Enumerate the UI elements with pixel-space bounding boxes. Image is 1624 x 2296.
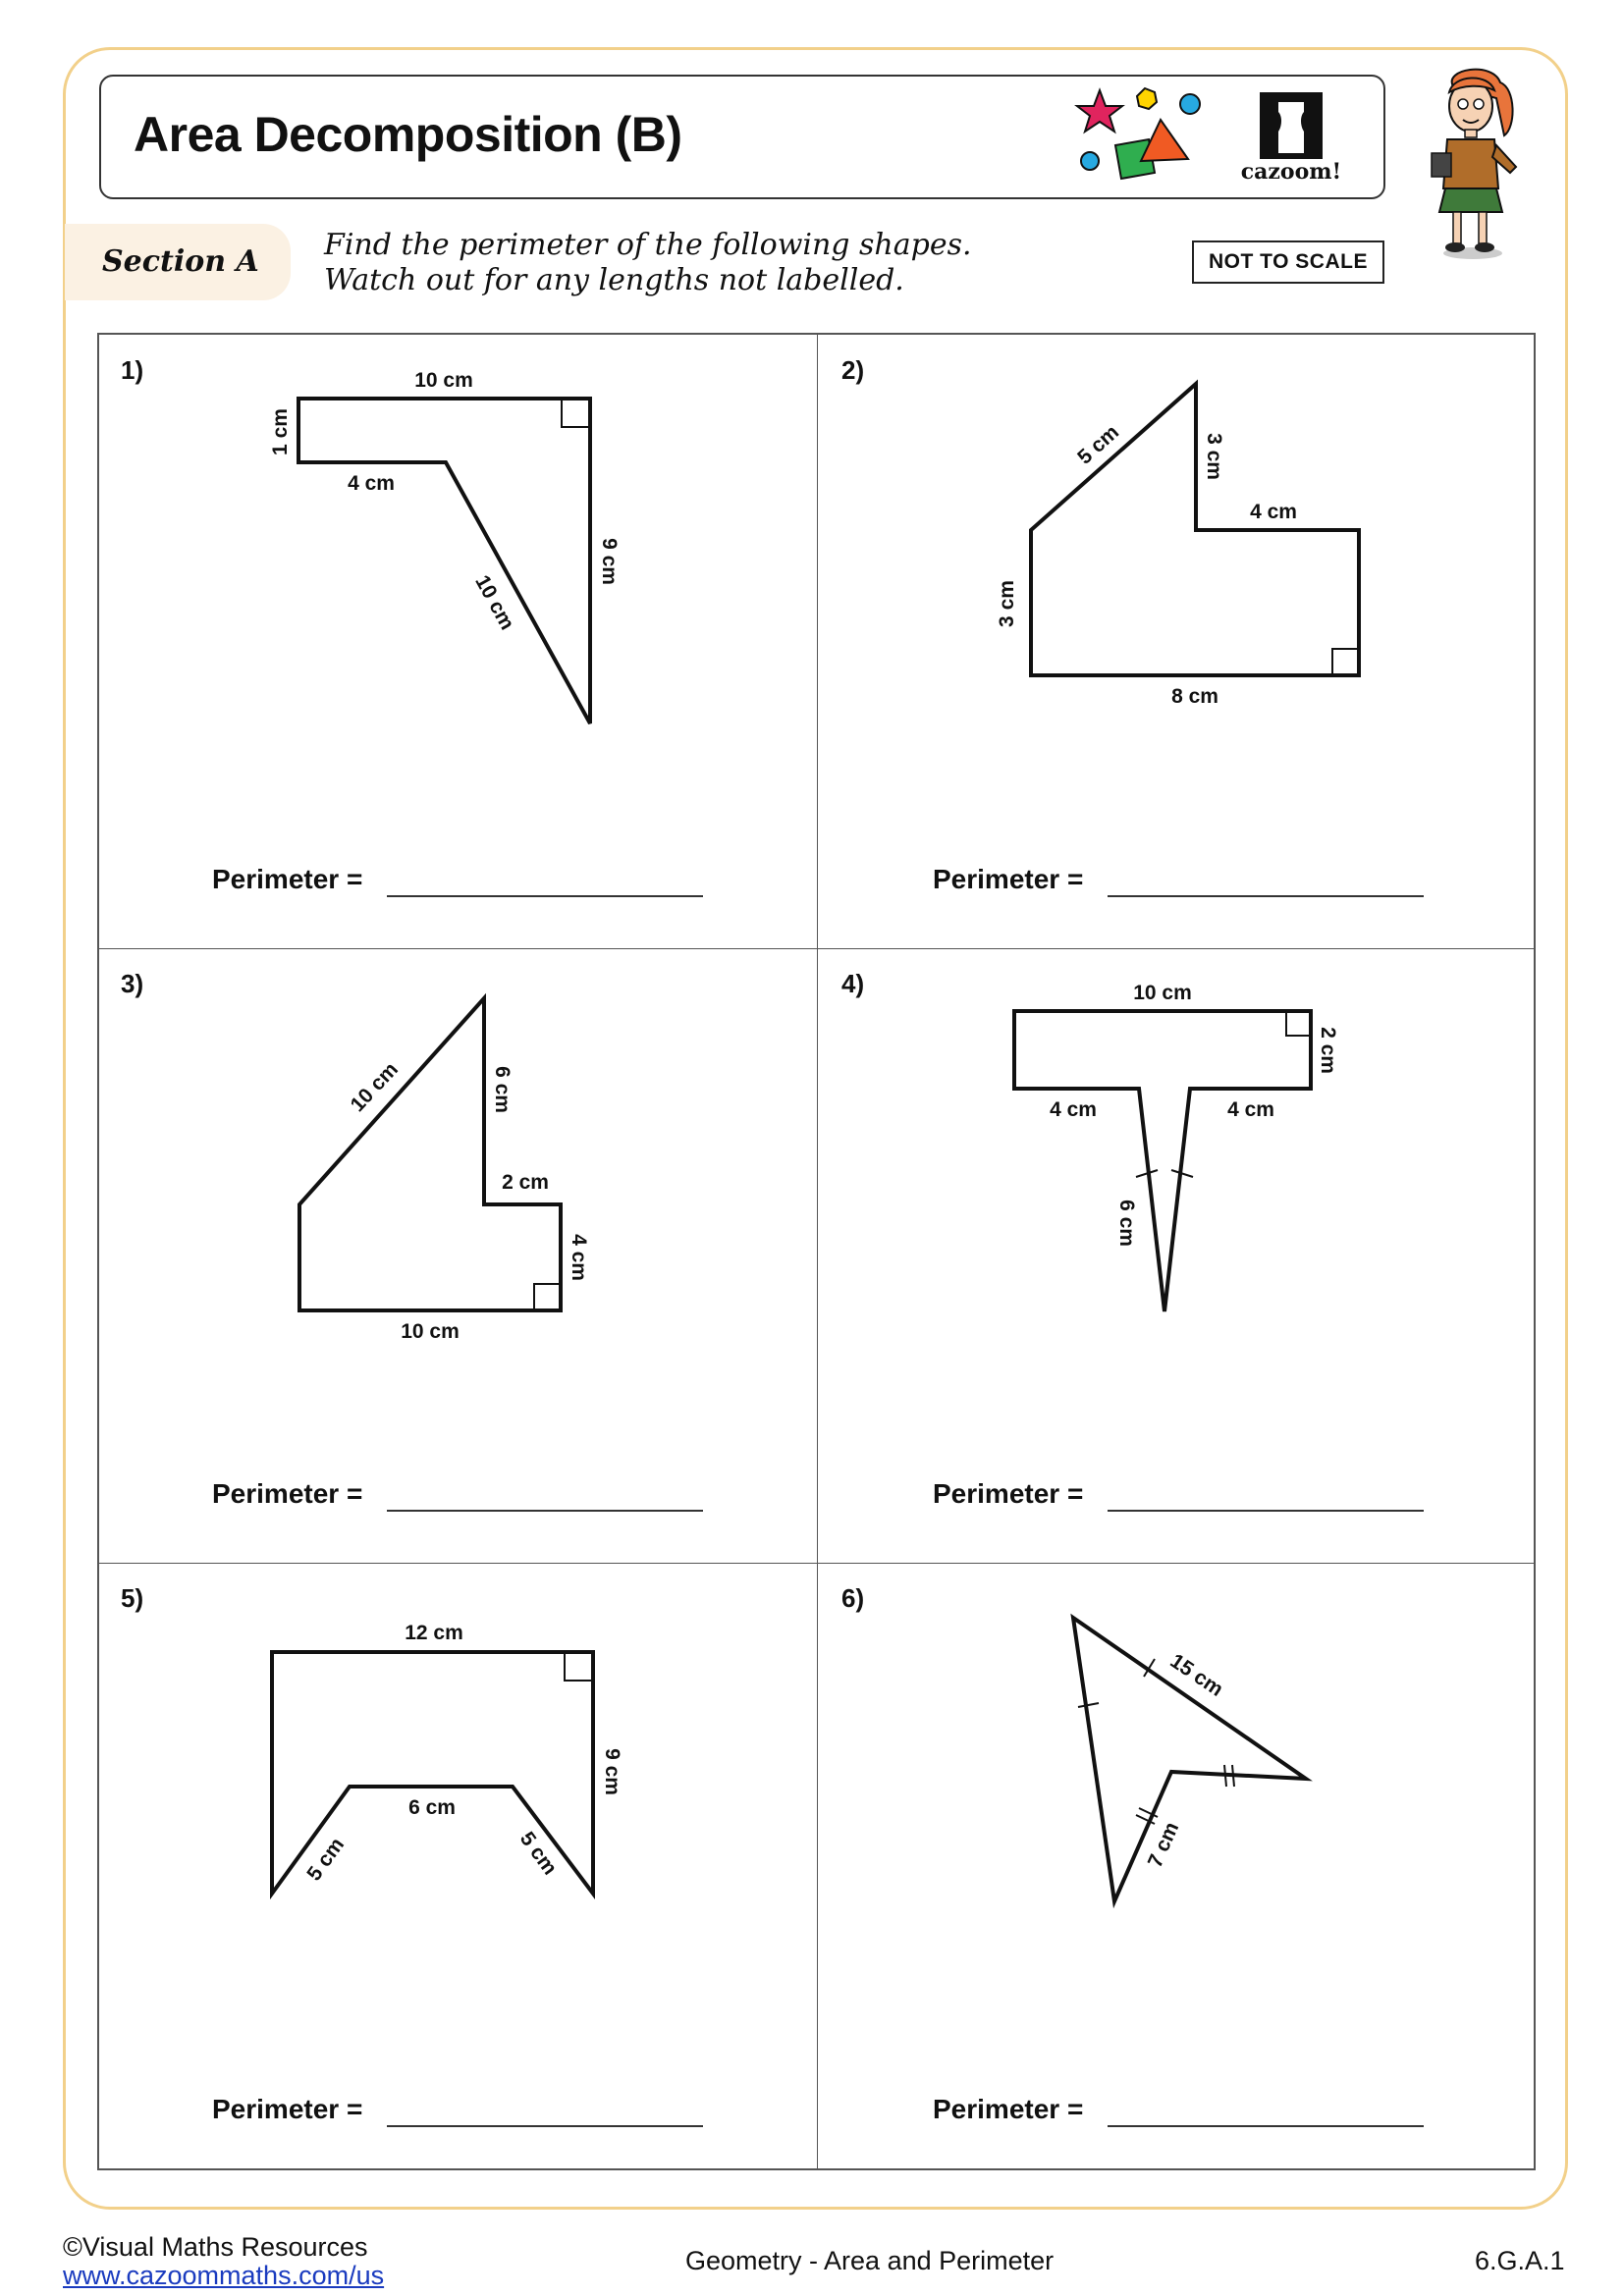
tick-mark bbox=[1077, 1702, 1100, 1708]
dimension-label: 10 cm bbox=[347, 1058, 403, 1116]
answer-line-4[interactable] bbox=[1108, 1510, 1424, 1512]
question-number-6: 6) bbox=[841, 1583, 865, 1613]
cazoom-logo bbox=[1260, 92, 1323, 159]
perimeter-label-3: Perimeter = bbox=[212, 1478, 363, 1509]
perimeter-label-5: Perimeter = bbox=[212, 2094, 363, 2124]
section-tab bbox=[65, 224, 291, 300]
answer-line-2[interactable] bbox=[1108, 895, 1424, 897]
footer-standard: 6.G.A.1 bbox=[1475, 2246, 1565, 2275]
dimension-label: 1 cm bbox=[269, 408, 292, 455]
dimension-label: 7 cm bbox=[1144, 1819, 1183, 1871]
answer-line-6[interactable] bbox=[1108, 2125, 1424, 2127]
perimeter-label-2: Perimeter = bbox=[933, 864, 1084, 894]
page-border bbox=[63, 47, 1568, 2210]
dimension-label: 6 cm bbox=[1115, 1200, 1138, 1247]
question-number-5: 5) bbox=[121, 1583, 144, 1613]
question-number-1: 1) bbox=[121, 355, 144, 385]
shapes-icon bbox=[1074, 86, 1201, 181]
tick-mark bbox=[1138, 1807, 1159, 1818]
dimension-label: 4 cm bbox=[1050, 1098, 1097, 1121]
section-label: Section A bbox=[102, 244, 259, 279]
mascot-girl-illustration bbox=[1431, 68, 1518, 259]
shape-4 bbox=[1012, 1009, 1313, 1312]
instruction-line-1: Find the perimeter of the following shap… bbox=[324, 228, 972, 262]
dimension-label: 3 cm bbox=[1203, 433, 1225, 480]
not-to-scale-note: NOT TO SCALE bbox=[1192, 240, 1384, 284]
dimension-label: 2 cm bbox=[1317, 1027, 1339, 1074]
shape-5 bbox=[270, 1650, 595, 1900]
right-angle-marker bbox=[1331, 648, 1359, 675]
tick-mark bbox=[1223, 1764, 1227, 1788]
dimension-label: 2 cm bbox=[502, 1171, 549, 1194]
grid-divider-vertical bbox=[817, 333, 818, 2170]
grid-divider-row-1 bbox=[97, 948, 1536, 949]
shape-2 bbox=[1029, 379, 1361, 677]
footer-topic: Geometry - Area and Perimeter bbox=[685, 2246, 1055, 2275]
question-grid bbox=[97, 333, 1536, 2170]
right-angle-marker bbox=[561, 399, 590, 428]
dimension-label: 10 cm bbox=[414, 369, 473, 392]
shape-1 bbox=[297, 397, 592, 724]
cazoom-logo-text: cazoom! bbox=[1240, 159, 1342, 185]
footer-copyright: ©Visual Maths Resources bbox=[63, 2232, 368, 2262]
instruction-line-2: Watch out for any lengths not labelled. bbox=[324, 263, 904, 297]
perimeter-label-6: Perimeter = bbox=[933, 2094, 1084, 2124]
answer-line-3[interactable] bbox=[387, 1510, 703, 1512]
grid-divider-row-2 bbox=[97, 1563, 1536, 1564]
dimension-label: 4 cm bbox=[1227, 1098, 1274, 1121]
right-angle-marker bbox=[533, 1283, 561, 1310]
question-number-4: 4) bbox=[841, 969, 865, 998]
question-number-3: 3) bbox=[121, 969, 144, 998]
worksheet-title: Area Decomposition (B) bbox=[134, 107, 682, 162]
dimension-label: 9 cm bbox=[601, 1748, 623, 1795]
dimension-label: 5 cm bbox=[1073, 421, 1123, 469]
dimension-label: 15 cm bbox=[1166, 1649, 1227, 1700]
perimeter-label-1: Perimeter = bbox=[212, 864, 363, 894]
right-angle-marker bbox=[564, 1652, 593, 1682]
dimension-label: 6 cm bbox=[491, 1066, 514, 1113]
question-number-2: 2) bbox=[841, 355, 865, 385]
answer-line-1[interactable] bbox=[387, 895, 703, 897]
shape-3 bbox=[298, 992, 563, 1312]
tick-mark bbox=[1135, 1169, 1159, 1178]
dimension-label: 6 cm bbox=[408, 1796, 456, 1819]
dimension-label: 10 cm bbox=[401, 1320, 460, 1343]
tick-mark bbox=[1231, 1764, 1235, 1788]
right-angle-marker bbox=[1285, 1011, 1311, 1037]
dimension-label: 12 cm bbox=[405, 1622, 463, 1644]
tick-mark bbox=[1170, 1169, 1194, 1178]
answer-line-5[interactable] bbox=[387, 2125, 703, 2127]
footer-url-link[interactable]: www.cazoommaths.com/us bbox=[63, 2261, 385, 2290]
shape-6 bbox=[1070, 1613, 1313, 1909]
dimension-label: 3 cm bbox=[996, 580, 1018, 627]
dimension-label: 5 cm bbox=[515, 1828, 562, 1879]
dimension-label: 9 cm bbox=[598, 538, 621, 585]
perimeter-label-4: Perimeter = bbox=[933, 1478, 1084, 1509]
dimension-label: 4 cm bbox=[568, 1234, 590, 1281]
dimension-label: 8 cm bbox=[1171, 685, 1218, 708]
dimension-label: 4 cm bbox=[1250, 501, 1297, 523]
tick-mark bbox=[1135, 1814, 1156, 1825]
tick-mark bbox=[1143, 1658, 1156, 1678]
dimension-label: 4 cm bbox=[348, 472, 395, 495]
dimension-label: 10 cm bbox=[1133, 982, 1192, 1004]
